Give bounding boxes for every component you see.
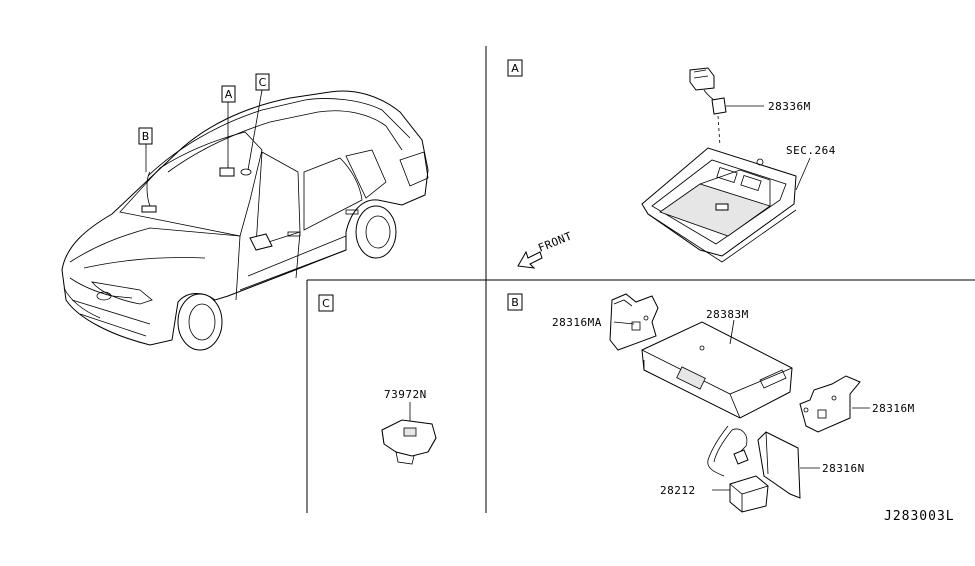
connector-28336m [689,67,764,147]
section-b-callout: B [507,293,523,311]
overhead-console [641,147,811,263]
section-a-callout: A [507,59,523,77]
label-28383m: 28383M [706,308,749,321]
bracket-28316m [799,375,870,433]
section-c-callout: C [318,294,334,312]
svg-text:C: C [259,76,267,89]
svg-text:B: B [511,296,519,309]
label-28316m: 28316M [872,402,915,415]
section-dividers [306,46,975,513]
sensor-73972n [381,402,437,465]
callout-car-c: C [255,73,270,91]
svg-text:A: A [225,88,233,101]
label-28212: 28212 [660,484,696,497]
pad-28316n [757,431,820,499]
svg-text:A: A [511,62,519,75]
callout-car-b: B [138,127,153,145]
svg-text:B: B [142,130,150,143]
car-illustration [61,89,429,351]
front-arrow-icon [517,250,543,269]
bracket-28316ma [609,293,659,351]
control-unit-28383m [641,319,793,419]
diagram-code: J283003L [884,509,955,524]
label-73972n: 73972N [384,388,427,401]
label-28336m: 28336M [768,100,811,113]
svg-text:C: C [322,297,330,310]
label-front: FRONT [536,229,574,254]
label-28316n: 28316N [822,462,865,475]
callout-car-a: A [221,85,236,103]
antenna-28212 [707,425,769,513]
label-28316ma: 28316MA [552,316,602,329]
label-sec264: SEC.264 [786,144,836,157]
